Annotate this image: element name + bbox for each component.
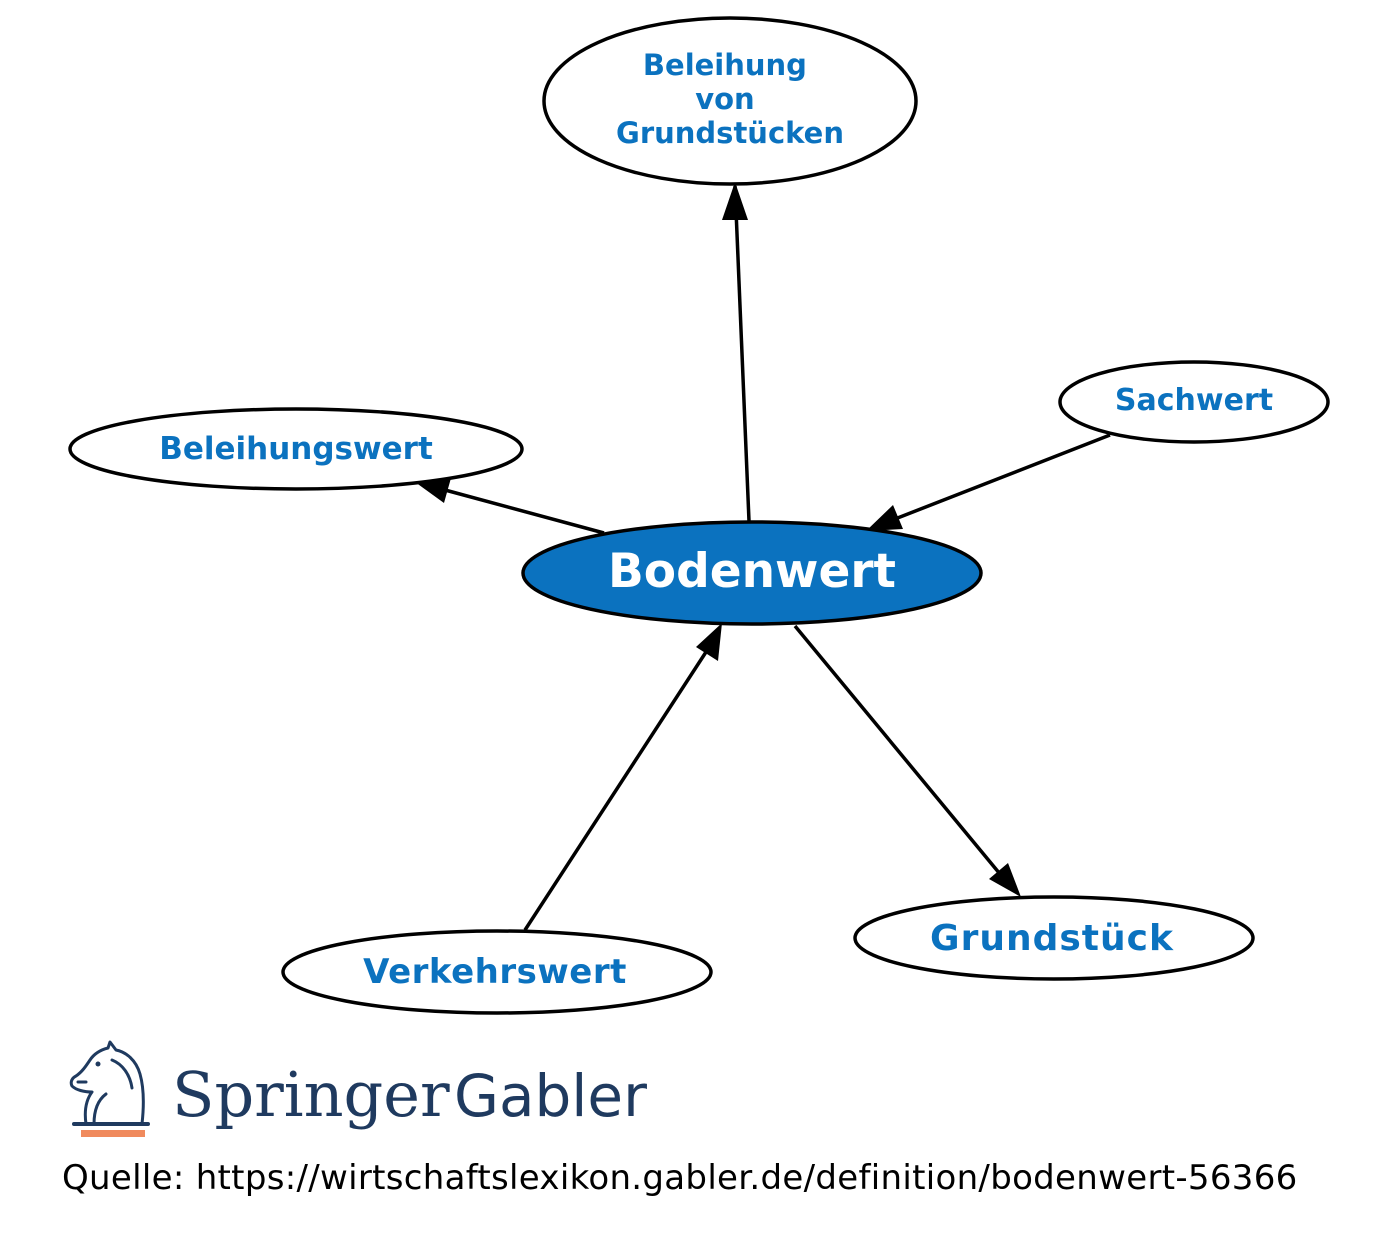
concept-diagram: Beleihung von Grundstücken Sachwert Bele… [68, 16, 1330, 1015]
node-label: Grundstück [930, 918, 1174, 959]
arrowhead-grundstueck [989, 863, 1021, 897]
node-beleihungswert[interactable]: Beleihungswert [68, 407, 524, 491]
node-label-line-3: Grundstücken [616, 116, 844, 150]
node-label-line-2: von [695, 82, 754, 116]
source-citation: Quelle: https://wirtschaftslexikon.gable… [62, 1158, 1298, 1198]
edge-bodenwert-to-beleihung-von-grundstuecken [733, 185, 751, 522]
logo-springer-text: Springer [172, 1058, 450, 1131]
node-sachwert[interactable]: Sachwert [1058, 360, 1330, 444]
node-label: Beleihungswert [159, 431, 433, 467]
node-bodenwert-center[interactable]: Bodenwert [521, 520, 983, 626]
svg-text:Beleihung von Grun: Beleihung von Grundstücken [616, 48, 844, 150]
edges [415, 182, 1111, 931]
node-label-line-1: Beleihung [643, 48, 807, 82]
logo-gabler-text: Gabler [454, 1062, 647, 1130]
knight-emblem-icon [69, 1040, 150, 1126]
arrowhead-bodenwert-from-sachwert [866, 505, 903, 531]
logo-accent-bar [81, 1130, 145, 1137]
node-grundstueck[interactable]: Grundstück [853, 895, 1255, 981]
node-label: Sachwert [1115, 383, 1273, 418]
arrowhead-beleihung-von-grundstuecken [722, 182, 748, 220]
node-verkehrswert[interactable]: Verkehrswert [281, 929, 713, 1015]
center-label: Bodenwert [608, 544, 896, 599]
springer-gabler-logo: Springer Gabler [69, 1040, 647, 1137]
edge-verkehrswert-to-bodenwert [523, 651, 708, 931]
node-label: Verkehrswert [363, 952, 627, 992]
edge-bodenwert-to-beleihungswert [444, 488, 605, 535]
node-beleihung-von-grundstuecken[interactable]: Beleihung von Grundstücken [542, 16, 918, 186]
arrowhead-beleihungswert [415, 478, 451, 503]
edge-bodenwert-to-grundstueck [793, 624, 1002, 876]
arrowhead-bodenwert-from-verkehrswert [696, 623, 722, 661]
edge-sachwert-to-bodenwert [894, 433, 1111, 521]
